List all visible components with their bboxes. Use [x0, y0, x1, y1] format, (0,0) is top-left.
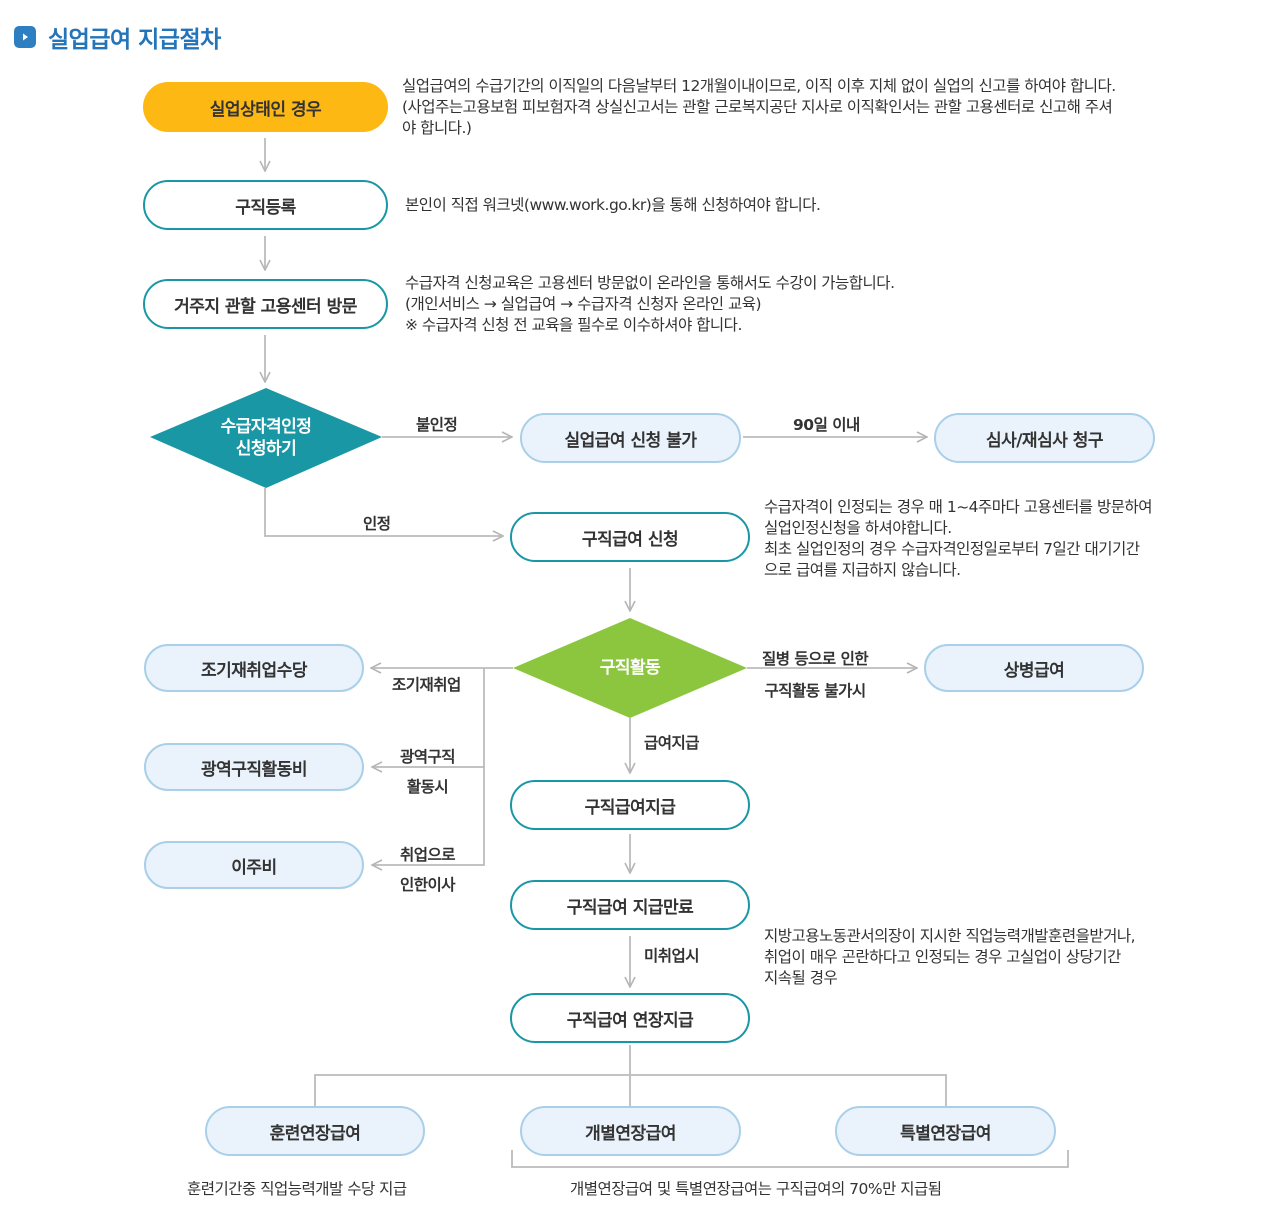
step-not-eligible: 실업급여 신청 불가 — [520, 413, 741, 463]
step-visit-center: 거주지 관할 고용센터 방문 — [143, 279, 388, 329]
step-early-reemployment-label: 조기재취업수당 — [201, 660, 307, 681]
label-sick-2: 구직활동 불가시 — [764, 682, 866, 700]
note-registration-line: 본인이 직접 워크넷(www.work.go.kr)을 통해 신청하여야 합니다… — [405, 196, 821, 214]
step-appeal: 심사/재심사 청구 — [934, 413, 1155, 463]
bracket-extension — [511, 1150, 1069, 1168]
note-visit-line: (개인서비스 → 실업급여 → 수급자격 신청자 온라인 교육) — [405, 295, 762, 313]
note-extension-line: 지속될 경우 — [764, 969, 838, 987]
label-early: 조기재취업 — [392, 676, 461, 694]
note-ext-pay: 개별연장급여 및 특별연장급여는 구직급여의 70%만 지급됨 — [570, 1179, 942, 1200]
note-benefit-apply-line: 수급자격이 인정되는 경우 매 1~4주마다 고용센터를 방문하여 — [764, 498, 1153, 516]
step-appeal-label: 심사/재심사 청구 — [985, 430, 1104, 451]
step-payment-end-label: 구직급여 지급만료 — [566, 897, 694, 918]
step-not-eligible-label: 실업급여 신청 불가 — [564, 430, 697, 451]
step-special-ext-label: 특별연장급여 — [900, 1123, 991, 1144]
label-move-2: 인한이사 — [400, 876, 456, 894]
note-benefit-apply-line: 실업인정신청을 하셔야합니다. — [764, 519, 952, 537]
page-title: 실업급여 지급절차 — [14, 20, 221, 54]
label-sick-1: 질병 등으로 인한 — [762, 650, 869, 668]
step-job-benefit-apply-label: 구직급여 신청 — [581, 529, 679, 550]
note-benefit-apply-line: 최초 실업인정의 경우 수급자격인정일로부터 7일간 대기기간 — [764, 540, 1140, 558]
label-sick: 질병 등으로 인한 구직활동 불가시 — [762, 643, 869, 707]
note-unemployed-line: (사업주는고용보험 피보험자격 상실신고서는 관할 근로복지공단 지사로 이직확… — [402, 98, 1113, 116]
step-relocation-label: 이주비 — [231, 857, 277, 878]
apply-diamond-label: 수급자격인정 신청하기 — [150, 388, 382, 488]
note-extension-line: 지방고용노동관서의장이 지시한 직업능력개발훈련을받거나, — [764, 927, 1136, 945]
label-wide: 광역구직 활동시 — [400, 742, 456, 802]
step-relocation: 이주비 — [144, 841, 364, 889]
label-approved: 인정 — [363, 515, 391, 533]
step-unemployed-label: 실업상태인 경우 — [209, 99, 322, 120]
label-within-90: 90일 이내 — [793, 416, 860, 434]
note-registration: 본인이 직접 워크넷(www.work.go.kr)을 통해 신청하여야 합니다… — [405, 195, 821, 216]
step-extended: 구직급여 연장지급 — [510, 993, 750, 1043]
step-individual-ext: 개별연장급여 — [520, 1106, 741, 1156]
note-ext-pay-line: 개별연장급여 및 특별연장급여는 구직급여의 70%만 지급됨 — [570, 1180, 942, 1198]
note-unemployed-line: 야 합니다.) — [402, 119, 472, 137]
note-extension: 지방고용노동관서의장이 지시한 직업능력개발훈련을받거나, 취업이 매우 곤란하… — [764, 926, 1136, 989]
play-icon — [14, 26, 36, 48]
step-unemployed: 실업상태인 경우 — [143, 82, 388, 132]
step-payment: 구직급여지급 — [510, 780, 750, 830]
label-move-1: 취업으로 — [400, 846, 456, 864]
note-visit: 수급자격 신청교육은 고용센터 방문없이 온라인을 통해서도 수강이 가능합니다… — [405, 273, 895, 336]
job-search-label: 구직활동 — [599, 658, 661, 678]
label-not-employed: 미취업시 — [644, 947, 700, 965]
step-wide-area-label: 광역구직활동비 — [201, 759, 307, 780]
step-visit-center-label: 거주지 관할 고용센터 방문 — [174, 296, 357, 317]
label-wide-2: 활동시 — [406, 778, 449, 796]
apply-line-1: 수급자격인정 — [220, 417, 312, 437]
step-payment-end: 구직급여 지급만료 — [510, 880, 750, 930]
label-move: 취업으로 인한이사 — [400, 840, 456, 900]
step-job-registration-label: 구직등록 — [235, 197, 296, 218]
step-job-registration: 구직등록 — [143, 180, 388, 230]
apply-diamond — [150, 388, 382, 488]
note-visit-line: ※ 수급자격 신청 전 교육을 필수로 이수하셔야 합니다. — [405, 316, 742, 334]
note-training-line: 훈련기간중 직업능력개발 수당 지급 — [187, 1180, 407, 1198]
note-training: 훈련기간중 직업능력개발 수당 지급 — [187, 1179, 407, 1200]
step-payment-label: 구직급여지급 — [584, 797, 676, 818]
step-training-ext: 훈련연장급여 — [205, 1106, 425, 1156]
note-extension-line: 취업이 매우 곤란하다고 인정되는 경우 고실업이 상당기간 — [764, 948, 1121, 966]
step-sickness-label: 상병급여 — [1003, 660, 1065, 681]
job-search-diamond-label: 구직활동 — [513, 618, 747, 718]
connector-bottom-tree — [314, 1074, 947, 1106]
step-sickness: 상병급여 — [924, 644, 1144, 692]
note-visit-line: 수급자격 신청교육은 고용센터 방문없이 온라인을 통해서도 수강이 가능합니다… — [405, 274, 895, 292]
step-job-benefit-apply: 구직급여 신청 — [510, 512, 750, 562]
note-benefit-apply: 수급자격이 인정되는 경우 매 1~4주마다 고용센터를 방문하여 실업인정신청… — [764, 497, 1153, 581]
label-wide-1: 광역구직 — [400, 748, 456, 766]
note-benefit-apply-line: 으로 급여를 지급하지 않습니다. — [764, 561, 961, 579]
arrow-approved — [264, 488, 503, 536]
step-extended-label: 구직급여 연장지급 — [566, 1010, 694, 1031]
step-individual-ext-label: 개별연장급여 — [585, 1123, 676, 1144]
step-early-reemployment: 조기재취업수당 — [144, 644, 364, 692]
apply-line-2: 신청하기 — [235, 439, 297, 459]
job-search-diamond — [513, 618, 747, 718]
label-rejected: 불인정 — [416, 416, 458, 434]
arrow-move — [372, 767, 485, 865]
step-wide-area: 광역구직활동비 — [144, 743, 364, 791]
note-unemployed-line: 실업급여의 수급기간의 이직일의 다음날부터 12개월이내이므로, 이직 이후 … — [402, 77, 1116, 95]
title-text: 실업급여 지급절차 — [48, 27, 221, 53]
step-special-ext: 특별연장급여 — [835, 1106, 1056, 1156]
step-training-ext-label: 훈련연장급여 — [269, 1123, 361, 1144]
label-paid: 급여지급 — [644, 734, 700, 752]
note-unemployed: 실업급여의 수급기간의 이직일의 다음날부터 12개월이내이므로, 이직 이후 … — [402, 76, 1116, 139]
